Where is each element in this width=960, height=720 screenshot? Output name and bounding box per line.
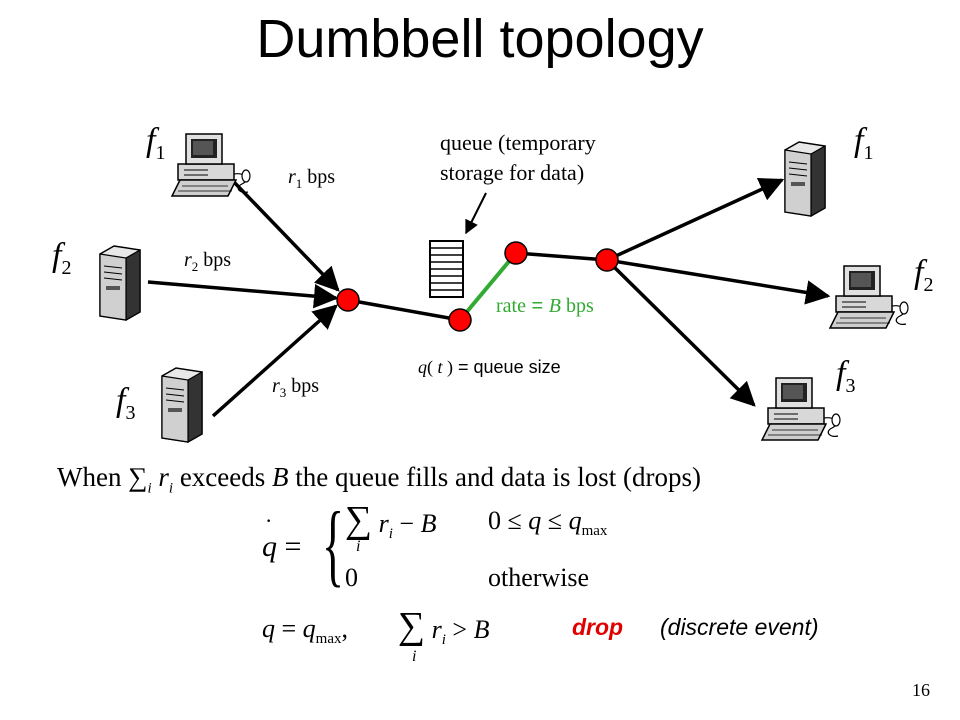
- rate-label-r2: r2 bps: [184, 249, 232, 274]
- queue-buffer: [429, 240, 464, 298]
- case-one-value: ∑ ri − B: [345, 499, 437, 543]
- link-f2-right: [606, 258, 831, 305]
- case-two-condition: otherwise: [488, 563, 590, 592]
- tower-server-icon: [161, 367, 203, 443]
- link-f3-left: [211, 304, 338, 418]
- drop-sum-index: i: [412, 648, 417, 665]
- link-f1-right: [606, 178, 785, 262]
- flow-label-f2-right: f2: [914, 254, 934, 296]
- rate-label-r1: r1 bps: [288, 166, 336, 191]
- bottleneck-rate-label: rate = B bps: [496, 295, 594, 317]
- drop-equation-rhs: ∑ ri > B: [398, 605, 490, 649]
- overflow-sentence: When ∑i ri exceeds B the queue fills and…: [57, 462, 701, 497]
- queue-note: queue (temporary storage for data): [440, 130, 596, 185]
- case-one-sum-index: i: [356, 538, 361, 555]
- queue-note-arrow: [465, 192, 487, 235]
- router-b: [448, 308, 472, 332]
- router-d: [595, 248, 619, 272]
- left-brace: {: [322, 493, 345, 595]
- router-a: [336, 288, 360, 312]
- rate-label-r3: r3 bps: [272, 375, 320, 400]
- link-router-c-d: [515, 251, 608, 262]
- flow-label-f1-left: f1: [146, 122, 166, 164]
- tower-server-icon: [784, 141, 826, 217]
- desktop-computer-icon: [171, 133, 251, 197]
- case-two-value: 0: [345, 563, 358, 592]
- link-router-a-b: [347, 298, 461, 322]
- flow-label-f3-left: f3: [116, 382, 136, 424]
- bottleneck-link: [458, 251, 518, 322]
- link-f2-left: [147, 280, 339, 309]
- link-f1-left: [230, 178, 340, 292]
- link-f3-right: [605, 258, 756, 407]
- queue-size-label: q( t ) = queue size: [418, 357, 561, 377]
- page-title: Dumbbell topology: [256, 9, 704, 69]
- drop-equation-lhs: q = qmax,: [262, 614, 348, 648]
- router-c: [504, 241, 528, 265]
- tower-server-icon: [99, 245, 141, 321]
- drop-label: drop: [572, 614, 624, 640]
- case-one-condition: 0 ≤ q ≤ qmax: [488, 506, 608, 540]
- qdot-lhs: ·q =: [262, 508, 302, 563]
- desktop-computer-icon: [829, 265, 909, 329]
- page-number: 16: [912, 680, 930, 700]
- flow-label-f1-right: f1: [854, 122, 874, 164]
- desktop-computer-icon: [761, 377, 841, 441]
- discrete-event-label: (discrete event): [660, 614, 819, 640]
- flow-label-f2-left: f2: [52, 237, 72, 279]
- flow-label-f3-right: f3: [836, 355, 856, 397]
